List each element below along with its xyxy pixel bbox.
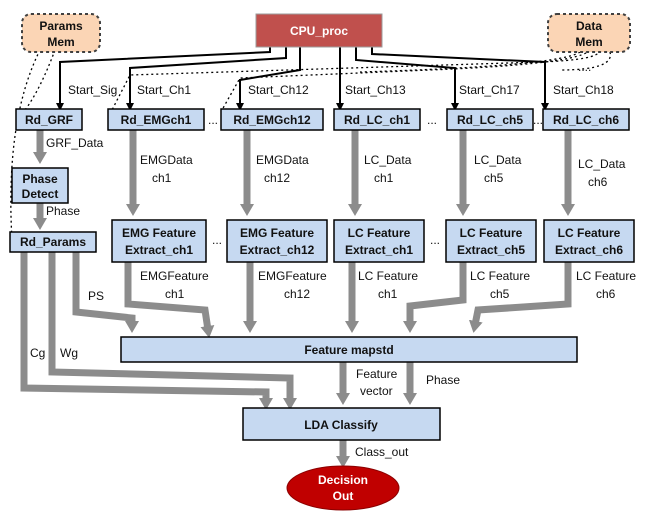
data-mem: Data Mem xyxy=(547,13,631,53)
phase-detect: Phase Detect xyxy=(11,167,69,204)
cg-label: Cg xyxy=(30,346,45,360)
ellipsis-4: ... xyxy=(212,233,222,247)
lc-feature-extract-ch6: LC Feature Extract_ch6 xyxy=(543,219,635,263)
params-mem: Params Mem xyxy=(21,13,101,53)
mapstd-label: Feature mapstd xyxy=(304,343,393,357)
ps-label: PS xyxy=(88,289,104,303)
cpu-proc: CPU_proc xyxy=(255,13,383,48)
data-flow-arrows xyxy=(20,130,575,468)
lcfeat-ch6-line2: ch6 xyxy=(596,287,616,301)
control-arrows xyxy=(56,46,549,111)
decision-out: Decision Out xyxy=(286,465,400,511)
rd-grf-label: Rd_GRF xyxy=(25,113,73,127)
lda-label: LDA Classify xyxy=(304,418,378,432)
lc-fx1-line2: Extract_ch1 xyxy=(345,243,413,257)
lc-feature-extract-ch5: LC Feature Extract_ch5 xyxy=(445,219,537,263)
rd-params-label: Rd_Params xyxy=(20,235,86,249)
ellipsis-top: .... xyxy=(578,60,591,74)
rd-params: Rd_Params xyxy=(9,231,97,253)
lcdata-ch1-line2: ch1 xyxy=(374,171,394,185)
emgdata-ch12-line2: ch12 xyxy=(264,171,290,185)
emg-feature-extract-ch1: EMG Feature Extract_ch1 xyxy=(111,219,207,263)
params-mem-line2: Mem xyxy=(47,35,74,49)
phase-detect-line2: Detect xyxy=(22,187,59,201)
signal-labels: Start_Sig Start_Ch1 Start_Ch12 Start_Ch1… xyxy=(30,60,636,459)
ellipsis-2: ... xyxy=(427,113,437,127)
start-ch12-label: Start_Ch12 xyxy=(248,83,309,97)
lcdata-ch5-line2: ch5 xyxy=(484,171,504,185)
lcfeat-ch5-line2: ch5 xyxy=(490,287,510,301)
rd-lc-ch5: Rd_LC_ch5 xyxy=(446,108,534,131)
decision-line2: Out xyxy=(333,489,354,503)
class-out-label: Class_out xyxy=(355,445,409,459)
grf-data-label: GRF_Data xyxy=(46,136,104,150)
lcdata-ch6-line1: LC_Data xyxy=(578,157,626,171)
rd-lc-ch1: Rd_LC_ch1 xyxy=(333,108,421,131)
ellipsis-3: ... xyxy=(533,113,543,127)
phase2-label: Phase xyxy=(426,373,460,387)
lcdata-ch5-line1: LC_Data xyxy=(474,153,522,167)
lc-fx5-line1: LC Feature xyxy=(460,226,523,240)
start-ch18-label: Start_Ch18 xyxy=(553,83,614,97)
emgfeat-ch12-line2: ch12 xyxy=(284,287,310,301)
lcfeat-ch5-line1: LC Feature xyxy=(470,269,530,283)
data-mem-line1: Data xyxy=(576,19,602,33)
phase-detect-line1: Phase xyxy=(22,172,58,186)
rd-lc-ch1-label: Rd_LC_ch1 xyxy=(344,113,410,127)
emgfeat-ch1-line2: ch1 xyxy=(165,287,185,301)
rd-emgch1: Rd_EMGch1 xyxy=(107,108,205,131)
lda-classify: LDA Classify xyxy=(242,407,441,441)
start-sig-label: Start_Sig xyxy=(68,83,117,97)
cpu-label: CPU_proc xyxy=(290,24,348,38)
lc-fx1-line1: LC Feature xyxy=(348,226,411,240)
lc-fx5-line2: Extract_ch5 xyxy=(457,243,525,257)
emgdata-ch1-line2: ch1 xyxy=(152,171,172,185)
rd-emgch1-label: Rd_EMGch1 xyxy=(121,113,192,127)
emgdata-ch1-line1: EMGData xyxy=(140,153,193,167)
emg-fx1-line2: Extract_ch1 xyxy=(125,243,193,257)
start-ch1-label: Start_Ch1 xyxy=(137,83,191,97)
emg-fx12-line1: EMG Feature xyxy=(240,226,314,240)
rd-grf: Rd_GRF xyxy=(15,108,83,131)
ellipsis-1: ... xyxy=(208,113,218,127)
dotted-links xyxy=(10,49,612,241)
params-mem-line1: Params xyxy=(39,19,83,33)
ellipsis-5: ... xyxy=(430,233,440,247)
rd-emgch12: Rd_EMGch12 xyxy=(220,108,324,131)
emgfeat-ch1-line1: EMGFeature xyxy=(140,269,209,283)
feature-vector-line2: vector xyxy=(360,384,393,398)
feature-vector-line1: Feature xyxy=(356,367,398,381)
start-ch13-label: Start_Ch13 xyxy=(345,83,406,97)
lc-fx6-line1: LC Feature xyxy=(558,226,621,240)
emgdata-ch12-line1: EMGData xyxy=(256,153,309,167)
lcfeat-ch6-line1: LC Feature xyxy=(576,269,636,283)
data-mem-line2: Mem xyxy=(575,35,602,49)
lcdata-ch1-line1: LC_Data xyxy=(364,153,412,167)
rd-emgch12-label: Rd_EMGch12 xyxy=(233,113,311,127)
emg-feature-extract-ch12: EMG Feature Extract_ch12 xyxy=(226,219,328,263)
rd-lc-ch6: Rd_LC_ch6 xyxy=(542,108,630,131)
wg-label: Wg xyxy=(60,346,78,360)
start-ch17-label: Start_Ch17 xyxy=(459,83,520,97)
rd-lc-ch5-label: Rd_LC_ch5 xyxy=(457,113,523,127)
lcfeat-ch1-line2: ch1 xyxy=(378,287,398,301)
lcfeat-ch1-line1: LC Feature xyxy=(358,269,418,283)
rd-lc-ch6-label: Rd_LC_ch6 xyxy=(553,113,619,127)
lcdata-ch6-line2: ch6 xyxy=(588,175,608,189)
decision-line1: Decision xyxy=(318,473,368,487)
feature-mapstd: Feature mapstd xyxy=(120,336,578,363)
phase-label: Phase xyxy=(46,204,80,218)
emg-fx12-line2: Extract_ch12 xyxy=(240,243,315,257)
lc-fx6-line2: Extract_ch6 xyxy=(555,243,623,257)
emgfeat-ch12-line1: EMGFeature xyxy=(258,269,327,283)
emg-fx1-line1: EMG Feature xyxy=(122,226,196,240)
lc-feature-extract-ch1: LC Feature Extract_ch1 xyxy=(333,219,425,263)
